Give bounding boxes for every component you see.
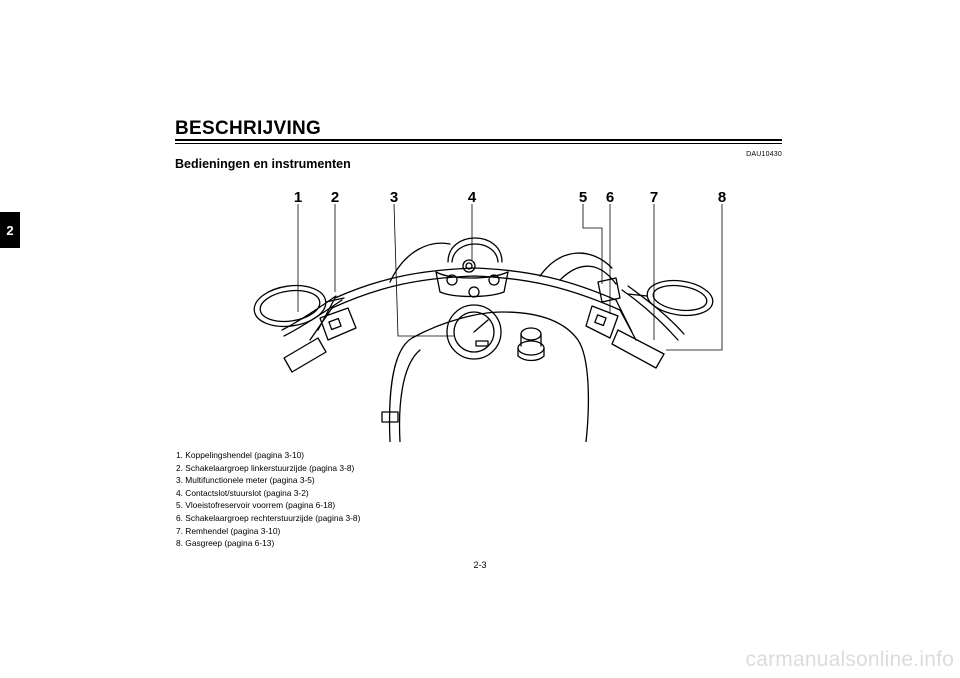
legend-item: 3. Multifunctionele meter (pagina 3-5) <box>176 475 315 486</box>
callout-number: 6 <box>606 189 614 206</box>
left-grip <box>283 337 327 373</box>
figure-legend: 1. Koppelingshendel (pagina 3-10) 2. Sch… <box>176 449 360 550</box>
callout-number: 3 <box>390 189 398 206</box>
left-switch-gear <box>319 307 357 341</box>
legend-item: 4. Contactslot/stuurslot (pagina 3-2) <box>176 487 309 498</box>
right-switch-gear <box>585 305 619 339</box>
chapter-tab: 2 <box>0 212 20 248</box>
fuel-cap <box>517 340 545 356</box>
tank-seam <box>398 349 421 442</box>
right-grip <box>611 329 665 369</box>
legend-item: 2. Schakelaargroep linkerstuurzijde (pag… <box>176 462 355 473</box>
subsection-title: Bedieningen en instrumenten <box>175 157 351 171</box>
headlight-nacelle <box>447 237 503 263</box>
page-number: 2-3 <box>473 560 487 570</box>
section-title: BESCHRIJVING <box>175 118 322 139</box>
callout-number: 5 <box>579 189 587 206</box>
callout-number: 1 <box>294 189 302 206</box>
handlebar-illustration: 1 2 3 4 5 6 7 8 <box>253 189 726 442</box>
title-rule-thin <box>175 143 782 144</box>
watermark: carmanualsonline.info <box>745 648 954 671</box>
brake-lever <box>621 289 679 341</box>
legend-item: 1. Koppelingshendel (pagina 3-10) <box>176 450 305 460</box>
legend-item: 7. Remhendel (pagina 3-10) <box>176 525 281 536</box>
ignition-switch <box>462 259 476 273</box>
callout-number: 8 <box>718 189 726 206</box>
chapter-tab-label: 2 <box>6 222 14 238</box>
callout-number: 7 <box>650 189 658 206</box>
callout-line-3 <box>393 203 454 337</box>
callout-number: 4 <box>468 189 477 206</box>
document-code: DAU10430 <box>746 151 782 158</box>
legend-item: 5. Vloeistofreservoir voorrem (pagina 6-… <box>176 500 336 511</box>
fuel-tank <box>388 311 590 442</box>
callout-number: 2 <box>331 189 339 206</box>
clutch-lever <box>283 299 343 337</box>
brake-fluid-reservoir <box>597 277 621 303</box>
callout-line-5 <box>582 204 603 284</box>
handlebar <box>334 267 617 301</box>
right-mirror <box>646 279 714 317</box>
multifunction-meter <box>446 304 502 360</box>
legend-item: 6. Schakelaargroep rechterstuurzijde (pa… <box>176 512 361 523</box>
callout-line-8 <box>666 204 723 351</box>
left-mirror <box>253 284 327 328</box>
legend-item: 8. Gasgreep (pagina 6-13) <box>176 538 275 549</box>
title-rule <box>175 139 782 141</box>
